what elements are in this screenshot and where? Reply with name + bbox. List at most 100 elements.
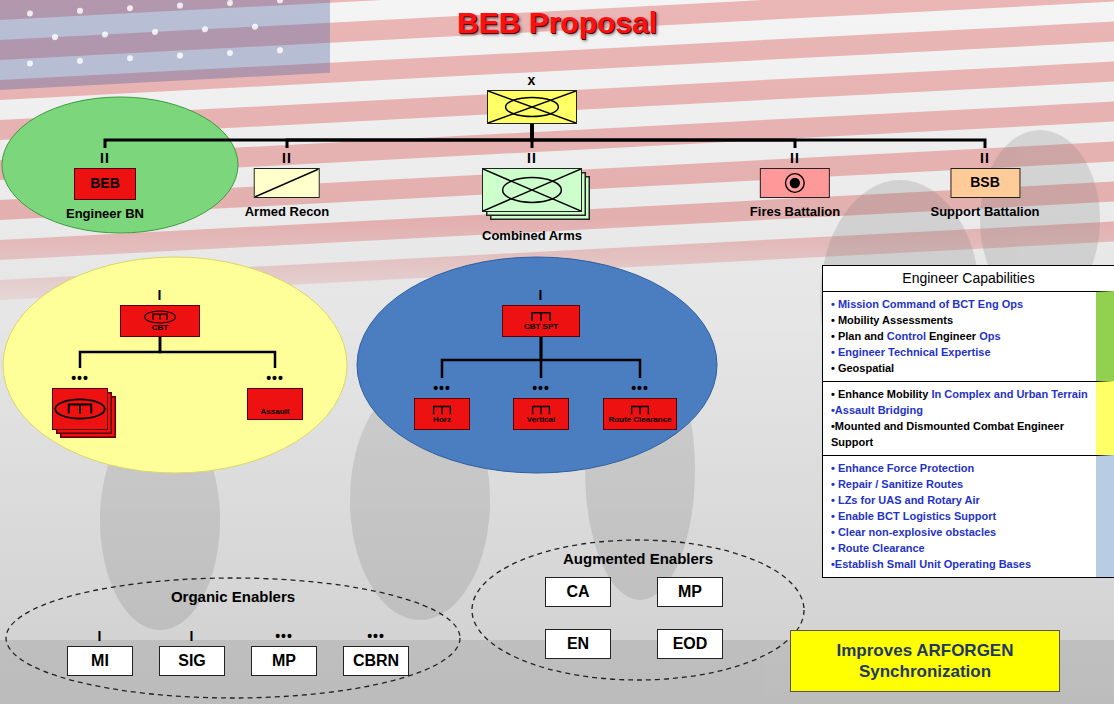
text-run: In bbox=[931, 388, 944, 400]
unit-symbol-box: Assault bbox=[247, 388, 303, 420]
echelon-mark: ••• bbox=[631, 381, 649, 395]
diagram-title: BEB Proposal bbox=[0, 6, 1114, 40]
flag-star bbox=[177, 52, 183, 58]
unit-symbol bbox=[428, 404, 456, 416]
flag-star bbox=[52, 34, 58, 40]
capability-item: • Geospatial bbox=[831, 360, 1090, 376]
unit-name: Armed Recon bbox=[245, 204, 330, 220]
unit-symbol-box: EN bbox=[545, 629, 611, 659]
company-box: ICBT SPT bbox=[502, 285, 580, 337]
text-run: Plan bbox=[838, 330, 864, 342]
battalion-unit: IIBSBSupport Battalion bbox=[930, 148, 1039, 220]
flag-star bbox=[77, 8, 83, 14]
unit-symbol-box: BSB bbox=[950, 168, 1020, 198]
enabler-box: •••MP bbox=[251, 626, 317, 676]
capability-item: • Repair / Sanitize Routes bbox=[831, 476, 1090, 492]
connector-line bbox=[105, 124, 532, 148]
unit-symbol-box: CA bbox=[545, 577, 611, 607]
group-label: Organic Enablers bbox=[4, 576, 462, 605]
text-run: • bbox=[831, 330, 838, 342]
platoon-box: •••Assault bbox=[247, 368, 303, 420]
battalion-unit: II Armed Recon bbox=[245, 148, 330, 220]
unit-symbol bbox=[143, 310, 177, 324]
echelon-mark: I bbox=[158, 288, 163, 302]
unit-label: Assault bbox=[261, 408, 290, 417]
flag-star bbox=[227, 50, 233, 56]
echelon-mark: II bbox=[980, 151, 990, 165]
enabler-box: EOD bbox=[657, 626, 723, 659]
unit-symbol-box bbox=[482, 168, 582, 212]
flag-star bbox=[252, 23, 258, 29]
unit-symbol-box: CBT SPT bbox=[502, 305, 580, 337]
unit-name: Fires Battalion bbox=[750, 204, 840, 220]
flag-star bbox=[152, 29, 158, 35]
unit-name: Engineer BN bbox=[66, 206, 144, 222]
echelon-mark: II bbox=[282, 151, 292, 165]
unit-label: BSB bbox=[970, 175, 1000, 190]
unit-symbol-box: Horz bbox=[414, 398, 470, 430]
capability-row: • Enhance Force Protection• Repair / San… bbox=[823, 455, 1114, 577]
callout-box: Improves ARFORGEN Synchronization bbox=[790, 630, 1060, 692]
unit-symbol-box: MP bbox=[251, 646, 317, 676]
unit-symbol-box: CBT bbox=[120, 305, 200, 337]
unit-symbol-box: Vertical bbox=[513, 398, 569, 430]
unit-symbol-box: MP bbox=[657, 577, 723, 607]
text-run: Control bbox=[887, 330, 929, 342]
platoon-box: ••• bbox=[52, 368, 108, 430]
unit-label: CBT bbox=[152, 324, 168, 333]
echelon-mark: ••• bbox=[532, 381, 550, 395]
text-run: Engineer bbox=[929, 330, 979, 342]
unit-symbol-box bbox=[52, 388, 108, 430]
capability-item: • Engineer Technical Expertise bbox=[831, 344, 1090, 360]
enabler-box: •••CBRN bbox=[343, 626, 409, 676]
text-run: Terrain bbox=[1051, 388, 1087, 400]
enabler-box: ISIG bbox=[159, 626, 225, 676]
unit-symbol-box: CBRN bbox=[343, 646, 409, 676]
battalion-unit: II Fires Battalion bbox=[750, 148, 840, 220]
platoon-box: ••• Route Clearance bbox=[603, 378, 677, 430]
capability-item: • Plan and Control Engineer Ops bbox=[831, 328, 1090, 344]
unit-label: Route Clearance bbox=[608, 416, 671, 425]
connector-line bbox=[532, 124, 795, 148]
unit-symbol-box: EOD bbox=[657, 629, 723, 659]
capability-item: • Clear non-explosive obstacles bbox=[831, 524, 1090, 540]
text-run: Complex bbox=[944, 388, 994, 400]
unit-label: MI bbox=[91, 652, 109, 670]
callout-text: Improves ARFORGEN Synchronization bbox=[825, 640, 1025, 682]
flag-star bbox=[202, 26, 208, 32]
enabler-group: Augmented EnablersCAMPENEOD bbox=[470, 538, 806, 682]
highlight-ellipse bbox=[2, 97, 238, 233]
text-run: Mobility bbox=[887, 388, 932, 400]
unit-symbol bbox=[761, 169, 829, 197]
unit-symbol-box bbox=[760, 168, 830, 198]
unit-label: EN bbox=[567, 635, 589, 653]
capabilities-table: Engineer Capabilities• Mission Command o… bbox=[822, 265, 1114, 578]
connector-line bbox=[80, 337, 160, 368]
table-header: Engineer Capabilities bbox=[823, 266, 1114, 291]
unit-label: SIG bbox=[178, 652, 206, 670]
echelon-mark: II bbox=[790, 151, 800, 165]
unit-symbol bbox=[53, 389, 107, 429]
unit-symbol bbox=[626, 404, 654, 416]
unit-label: Horz bbox=[433, 416, 451, 425]
enabler-group: Organic EnablersI MI ISIG •••MP •••CBRN bbox=[4, 576, 462, 700]
unit-symbol-box: Route Clearance bbox=[603, 398, 677, 430]
flag-star bbox=[77, 58, 83, 64]
flag-star bbox=[27, 60, 33, 66]
echelon-mark: I bbox=[98, 629, 103, 643]
unit-label: MP bbox=[272, 652, 296, 670]
connector-line bbox=[541, 337, 640, 378]
flag-star bbox=[102, 31, 108, 37]
capability-row: • Mission Command of BCT Eng Ops• Mobili… bbox=[823, 291, 1114, 381]
unit-symbol-mark bbox=[532, 313, 550, 321]
platoon-box: ••• Vertical bbox=[513, 378, 569, 430]
unit-name: Combined Arms bbox=[482, 228, 582, 244]
echelon-mark: II bbox=[100, 151, 110, 165]
unit-symbol bbox=[488, 91, 576, 123]
capability-item: • Enhance Force Protection bbox=[831, 460, 1090, 476]
echelon-mark: ••• bbox=[433, 381, 451, 395]
unit-label: CBRN bbox=[353, 652, 399, 670]
flag-star bbox=[127, 5, 133, 11]
capability-item: • Route Clearance bbox=[831, 540, 1090, 556]
